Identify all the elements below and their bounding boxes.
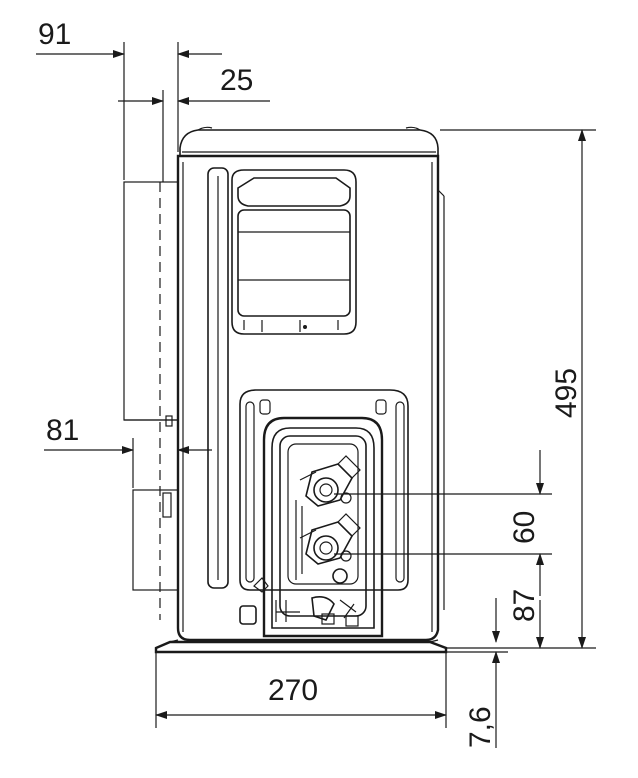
outdoor-unit-body: [176, 126, 445, 642]
lower-service-valve: [299, 513, 361, 584]
dimension-7-6: 7,6: [446, 598, 508, 748]
upper-service-valve: [299, 455, 361, 507]
dimension-91-label: 91: [38, 18, 71, 51]
dimension-270: 270: [155, 652, 447, 728]
side-profile: [123, 181, 179, 620]
dimension-25-label: 25: [220, 64, 253, 97]
dimension-25: 25: [118, 64, 270, 182]
dimension-495: 495: [440, 129, 596, 649]
dimension-60: 60: [334, 450, 552, 596]
base-plate: [154, 639, 448, 654]
dimension-87: 87: [508, 589, 544, 649]
dimension-87-label: 87: [508, 589, 541, 622]
dimension-81: 81: [44, 414, 212, 488]
dimension-270-label: 270: [268, 674, 318, 707]
dimension-495-label: 495: [550, 368, 583, 418]
dimension-60-label: 60: [508, 511, 541, 544]
dimension-81-label: 81: [46, 414, 79, 447]
dimension-7-6-label: 7,6: [464, 706, 497, 748]
